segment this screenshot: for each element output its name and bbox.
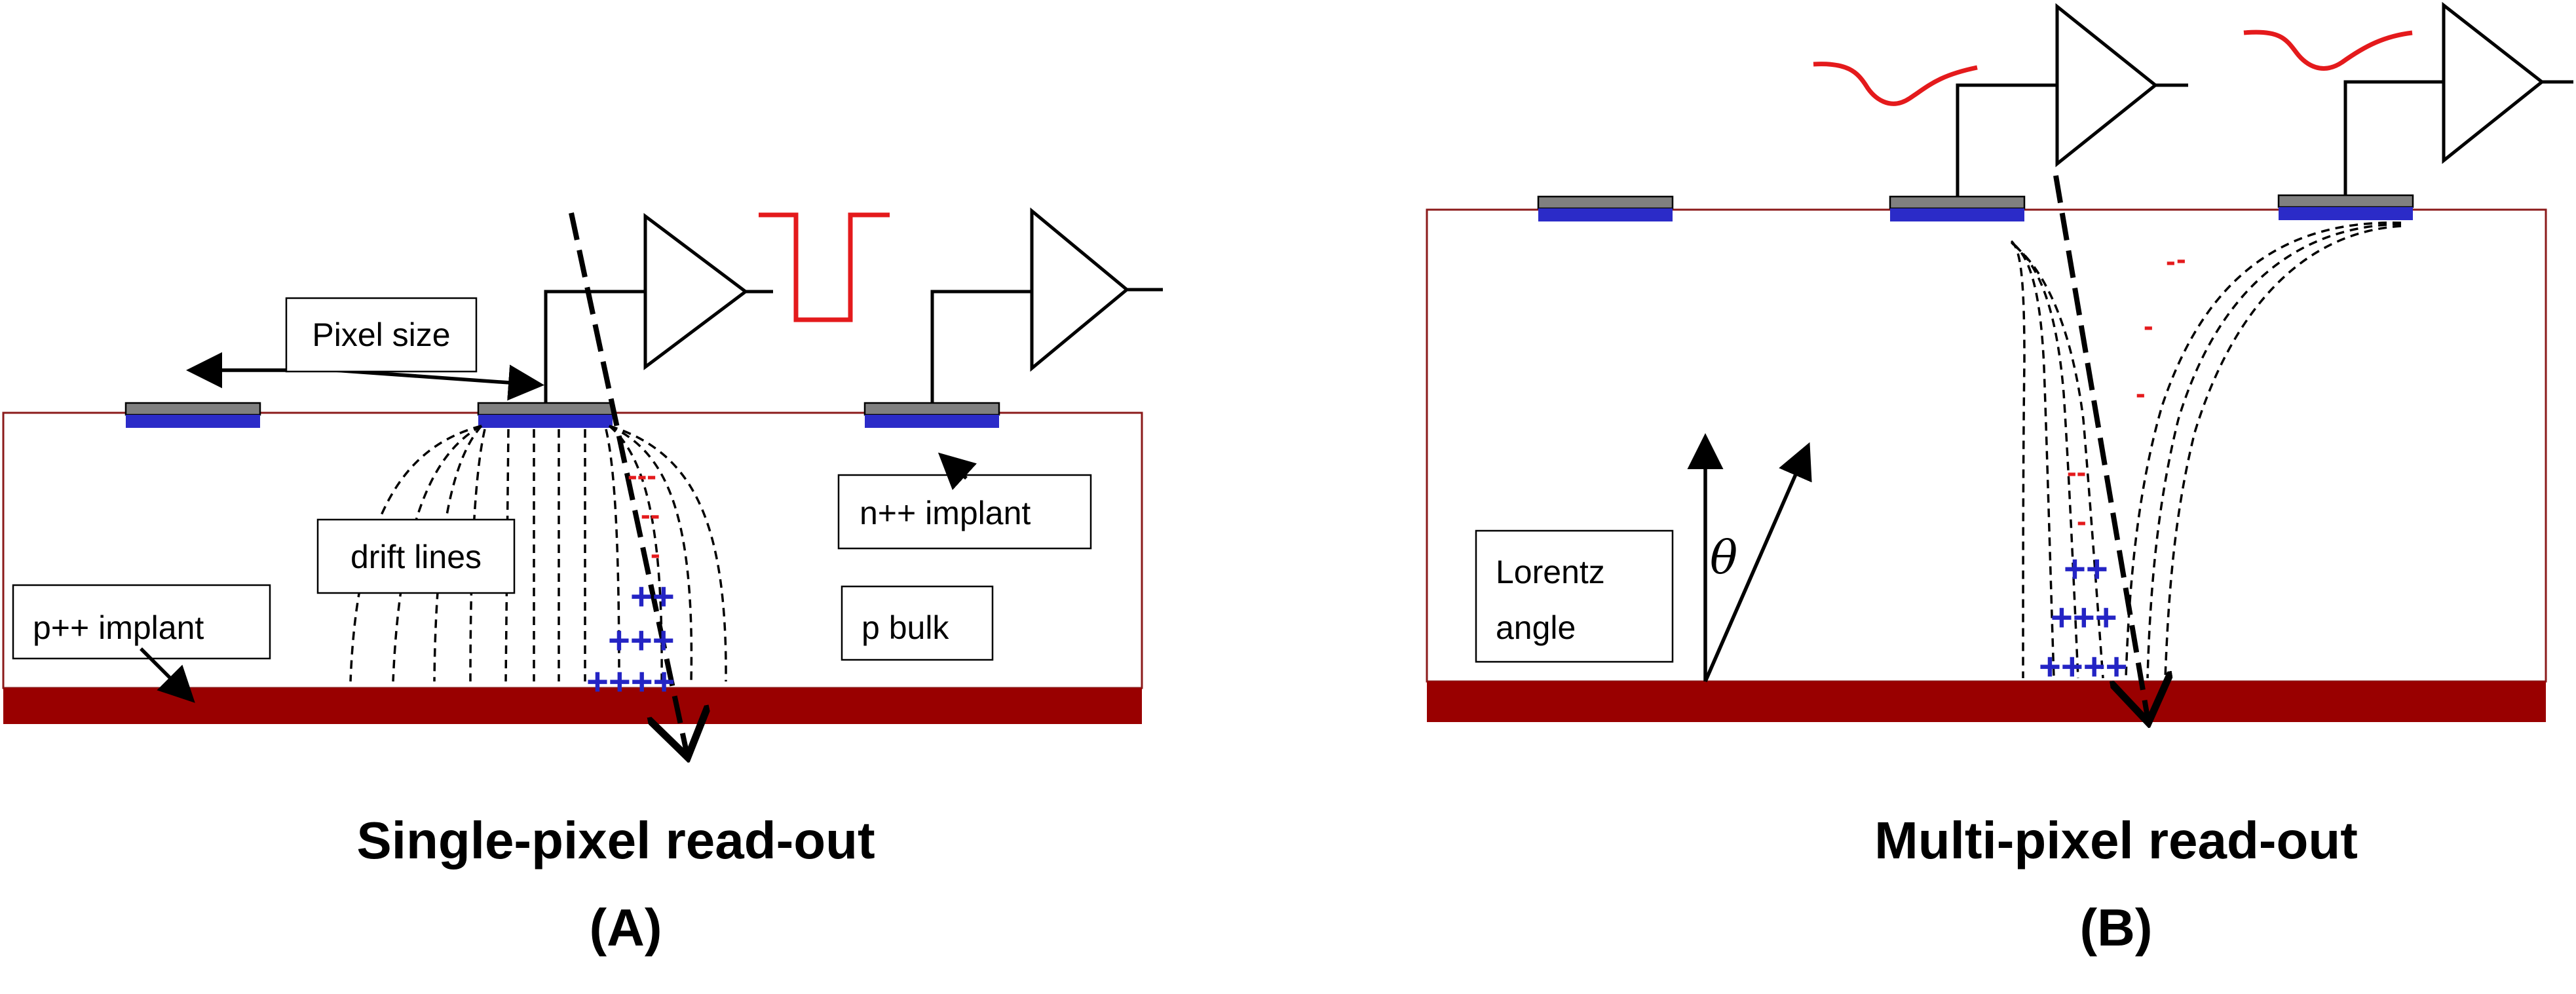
charges-a: --- -- - ++ +++ ++++ bbox=[586, 459, 675, 703]
signal-pulse-a bbox=[759, 212, 890, 322]
signal-pulse-b-2 bbox=[2243, 29, 2413, 71]
negative-charges-row: --- bbox=[628, 459, 656, 491]
pixel-b-1 bbox=[1537, 195, 1674, 221]
positive-charges-row: ++ bbox=[630, 575, 675, 618]
label-lorentz-angle: Lorentz angle bbox=[1475, 529, 1674, 663]
svg-text:drift lines: drift lines bbox=[350, 539, 482, 575]
svg-text:n++ implant: n++ implant bbox=[860, 495, 1031, 531]
label-drift-lines: drift lines bbox=[316, 518, 516, 594]
negative-charges-row: - bbox=[2136, 377, 2146, 410]
caption-letter-b: (B) bbox=[2079, 898, 2152, 957]
negative-charges-row: - bbox=[651, 538, 660, 570]
svg-text:Pixel size: Pixel size bbox=[312, 316, 450, 353]
svg-text:p bulk: p bulk bbox=[862, 609, 949, 646]
amplifier-a-2 bbox=[930, 207, 1163, 403]
positive-charges-row: ++ bbox=[2064, 548, 2108, 590]
drift-lines-a bbox=[349, 425, 727, 682]
negative-charges-row: -- bbox=[2067, 456, 2086, 488]
n-implant-arrow bbox=[938, 452, 977, 490]
caption-letter-a: (A) bbox=[589, 898, 662, 957]
p-implant-arrow bbox=[140, 647, 195, 703]
amplifier-b-2 bbox=[2343, 1, 2573, 195]
label-p-implant: p++ implant bbox=[12, 584, 271, 660]
negative-charges-row: - bbox=[2077, 505, 2087, 537]
particle-track-a bbox=[569, 212, 687, 752]
pixel-b-2 bbox=[1889, 195, 2026, 221]
label-pixel-size: Pixel size bbox=[285, 297, 478, 373]
amplifier-b-1 bbox=[1956, 3, 2188, 197]
positive-charges-row: ++++ bbox=[586, 660, 675, 703]
charges-b: -- - - - - - ++ +++ ++++ bbox=[2039, 243, 2186, 688]
svg-text:p++ implant: p++ implant bbox=[33, 609, 204, 646]
particle-track-b bbox=[2053, 175, 2148, 717]
caption-b: Multi-pixel read-out bbox=[1874, 811, 2358, 870]
amplifier-a-1 bbox=[544, 212, 773, 403]
pixel-b-3 bbox=[2277, 194, 2414, 220]
label-p-bulk: p bulk bbox=[841, 585, 994, 661]
negative-charges-row: -- bbox=[641, 499, 660, 531]
pixel-size-arrow bbox=[333, 364, 544, 401]
theta-symbol: θ bbox=[1710, 531, 1737, 584]
svg-text:angle: angle bbox=[1496, 609, 1576, 646]
pixel-a-2 bbox=[477, 402, 614, 428]
negative-charges-row: - bbox=[2176, 243, 2186, 275]
pixel-a-1 bbox=[124, 402, 261, 428]
drift-lines-b bbox=[2010, 221, 2402, 679]
caption-a: Single-pixel read-out bbox=[356, 811, 875, 870]
svg-text:Lorentz: Lorentz bbox=[1496, 554, 1605, 590]
signal-pulse-b-1 bbox=[1813, 62, 1978, 106]
pixel-a-3 bbox=[863, 402, 1000, 428]
negative-charges-row: - bbox=[2144, 310, 2153, 342]
positive-charges-row: +++ bbox=[608, 619, 675, 662]
positive-charges-row: ++++ bbox=[2039, 645, 2127, 688]
panel-a: --- -- - ++ +++ ++++ Pixel size drift li… bbox=[2, 207, 1163, 957]
negative-charges-row: - bbox=[2166, 245, 2176, 277]
backplane-b bbox=[1427, 681, 2546, 722]
label-n-implant: n++ implant bbox=[837, 474, 1092, 550]
backplane-a bbox=[3, 688, 1142, 724]
positive-charges-row: +++ bbox=[2051, 596, 2117, 639]
lorentz-arrow bbox=[1703, 442, 1812, 683]
panel-b: -- - - - - - ++ +++ ++++ θ Lorentz angle… bbox=[1426, 1, 2573, 957]
